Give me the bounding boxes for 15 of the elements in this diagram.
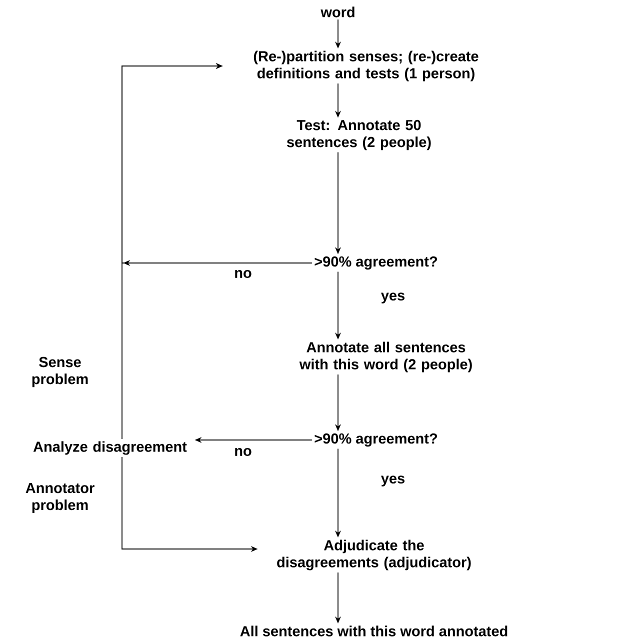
edge-label: yes <box>381 292 404 304</box>
step-text: word <box>320 6 354 18</box>
edge-label: Annotator problem <box>26 483 94 513</box>
step-text: >90% agreement? <box>314 256 437 270</box>
edge-label: no <box>235 270 252 278</box>
edge-label: yes <box>381 476 404 486</box>
step-text: (Re-)partition senses; (re-)create definitions and tests (1 person) <box>254 50 478 82</box>
edge-label: Sense problem <box>32 356 88 388</box>
step-text: >90% agreement? <box>314 433 437 447</box>
edge-label: no <box>235 448 252 456</box>
step-text: Test: Annotate 50 sentences (2 people) <box>287 120 431 150</box>
step-text: All sentences with this word annotated <box>240 626 508 636</box>
step-text: Annotate all sentences with this word (2 people) <box>299 342 472 372</box>
step-text: Analyze disagreement <box>33 441 187 455</box>
step-text: Adjudicate the disagreements (adjudicator) <box>277 540 471 570</box>
